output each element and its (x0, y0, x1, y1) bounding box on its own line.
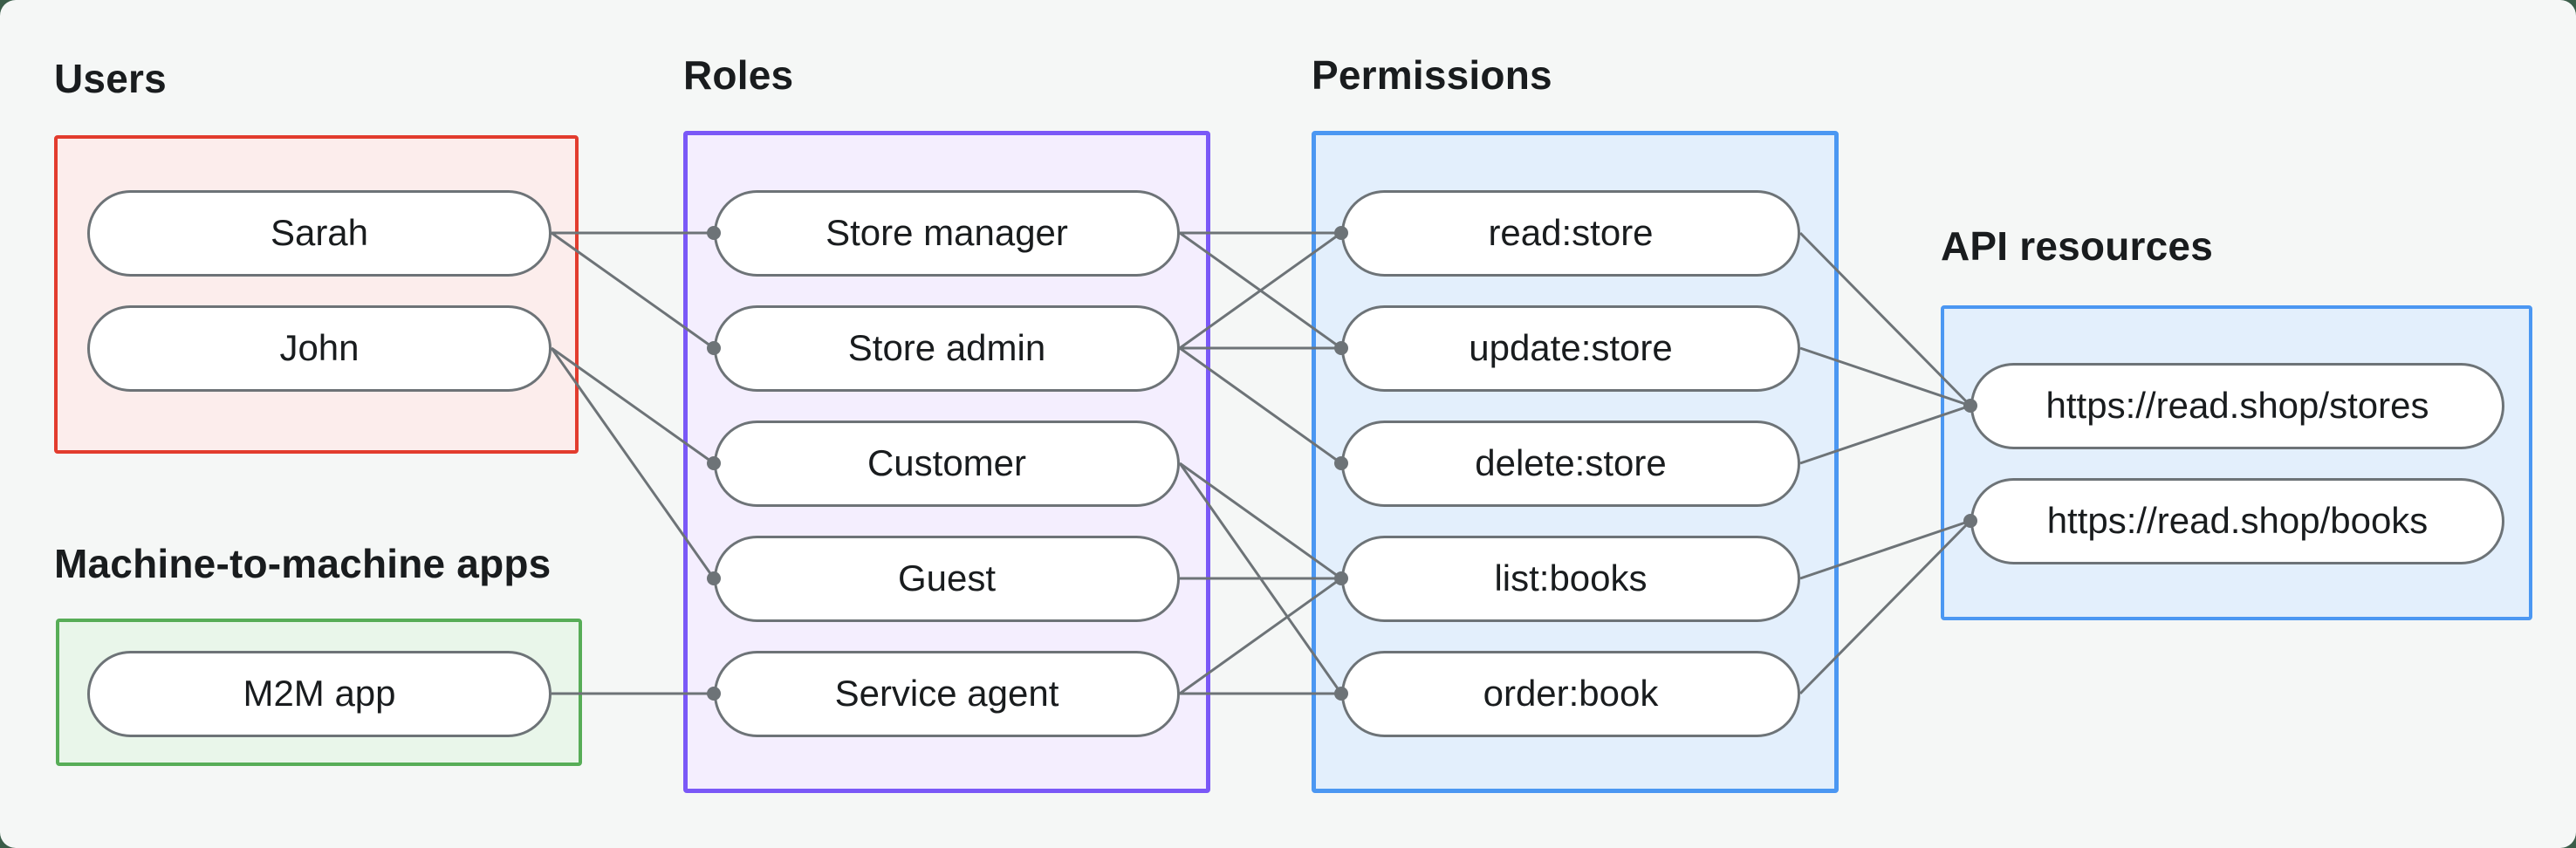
api-resources-label: API resources (1941, 223, 2213, 269)
edge-john-to-guest (550, 347, 716, 579)
dot-service-agent (707, 687, 721, 701)
dot-read-store (1334, 226, 1348, 240)
edge-delete-store-to-api-stores (1799, 404, 1971, 465)
users-label: Users (54, 56, 167, 101)
edge-service-agent-to-list-books (1179, 577, 1342, 695)
node-update-store: update:store (1341, 304, 1800, 392)
edge-customer-to-list-books (1179, 462, 1342, 580)
users-group-box (54, 135, 579, 454)
dot-api-books (1963, 514, 1977, 528)
edge-store-admin-to-delete-store (1179, 346, 1342, 465)
node-service-agent: Service agent (714, 650, 1180, 737)
node-john: John (87, 304, 552, 392)
node-delete-store: delete:store (1341, 420, 1800, 507)
dot-customer (707, 456, 721, 470)
edge-order-book-to-api-books (1798, 519, 1972, 695)
roles-label: Roles (683, 52, 794, 98)
edge-read-store-to-api-stores (1798, 231, 1972, 407)
node-list-books: list:books (1341, 535, 1800, 622)
node-sarah: Sarah (87, 189, 552, 277)
node-store-admin: Store admin (714, 304, 1180, 392)
node-api-stores: https://read.shop/stores (1970, 362, 2504, 449)
node-customer: Customer (714, 420, 1180, 507)
edge-store-admin-to-read-store (1179, 231, 1342, 350)
dot-update-store (1334, 341, 1348, 355)
api-group-box (1941, 305, 2532, 620)
m2m-apps-label: Machine-to-machine apps (54, 541, 552, 586)
node-store-manager: Store manager (714, 189, 1180, 277)
edge-list-books-to-api-books (1799, 519, 1971, 580)
dot-delete-store (1334, 456, 1348, 470)
dot-list-books (1334, 571, 1348, 585)
edge-john-to-customer (551, 346, 715, 465)
dot-guest (707, 571, 721, 585)
dot-api-stores (1963, 399, 1977, 413)
dot-store-admin (707, 341, 721, 355)
edge-update-store-to-api-stores (1799, 346, 1971, 407)
dot-order-book (1334, 687, 1348, 701)
edge-sarah-to-store-admin (551, 231, 715, 350)
node-order-book: order:book (1341, 650, 1800, 737)
dot-store-manager (707, 226, 721, 240)
node-api-books: https://read.shop/books (1970, 477, 2504, 564)
permissions-label: Permissions (1312, 52, 1552, 98)
node-m2m-app: M2M app (87, 650, 552, 737)
node-guest: Guest (714, 535, 1180, 622)
